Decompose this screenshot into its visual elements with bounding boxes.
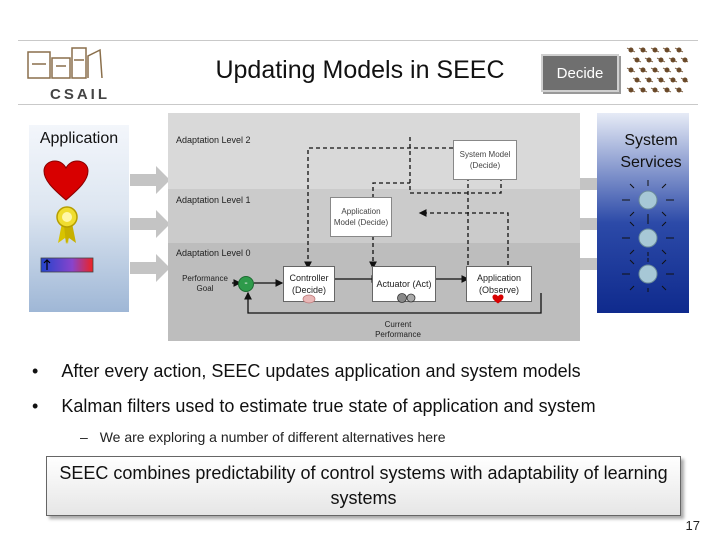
swarm-image [625,44,689,98]
bullet-1-text: After every action, SEEC updates applica… [61,361,581,381]
page-number: 17 [685,518,700,533]
performance-goal-label: Performance Goal [182,274,228,293]
level-1-label: Adaptation Level 1 [176,195,251,205]
sub-bullet: – We are exploring a number of different… [80,429,445,445]
level-2-label: Adaptation Level 2 [176,135,251,145]
slide-title: Updating Models in SEEC [215,56,505,84]
application-panel [29,125,129,312]
header-rule-bottom [18,104,698,105]
sub-bullet-dash: – [80,429,88,445]
bullet-2-text: Kalman filters used to estimate true sta… [61,396,596,416]
summing-junction: - [238,276,254,292]
sub-bullet-text: We are exploring a number of different a… [99,429,446,445]
application-input-arrows [130,166,170,282]
bullet-dot: • [32,396,39,416]
summing-sign: - [244,278,248,289]
bullet-2: • Kalman filters used to estimate true s… [32,396,596,417]
summary-box: SEEC combines predictability of control … [46,456,681,516]
header-rule-top [18,40,698,41]
control-knobs-icon [618,180,678,300]
level-0-label: Adaptation Level 0 [176,248,251,258]
csail-building-icon [27,47,103,79]
gears-icon [396,291,418,309]
application-model-box: Application Model (Decide) [330,197,392,237]
csail-logo-text: CSAIL [50,86,110,103]
heart-icon [42,160,90,207]
brain-icon [302,291,316,309]
csail-logo [22,44,108,104]
decide-badge: Decide [541,54,619,92]
ribbon-award-icon [52,205,82,250]
system-model-box: System Model (Decide) [453,140,517,180]
current-performance-label: Current Performance [375,320,421,339]
ant-swarm-icon [626,47,689,93]
system-services-label: System Services [620,132,682,171]
application-label: Application [39,130,119,147]
performance-gauge-icon [40,256,94,279]
bullet-dot: • [32,361,39,381]
small-heart-icon [492,291,504,309]
bullet-1: • After every action, SEEC updates appli… [32,361,581,382]
